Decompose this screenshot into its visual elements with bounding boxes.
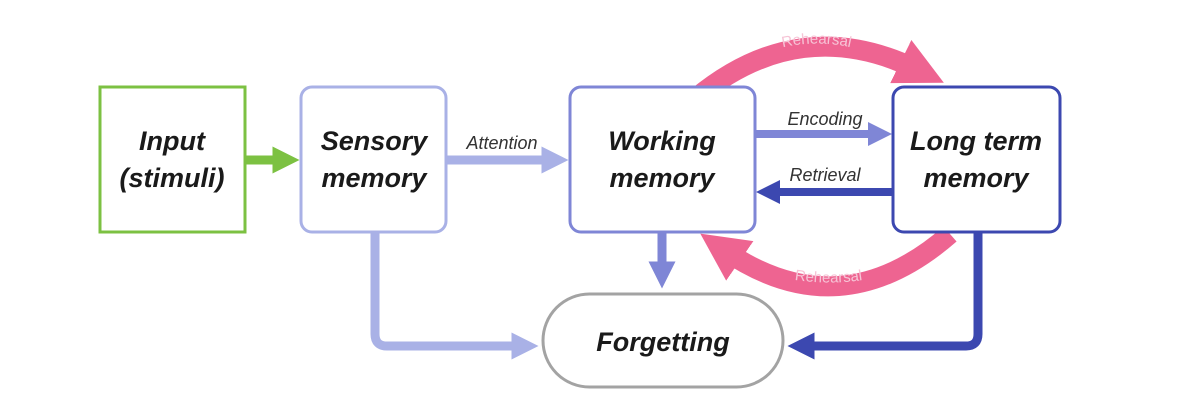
longterm-memory-node: Long term memory (891, 85, 1062, 234)
encoding-label: Encoding (787, 109, 862, 129)
working-label-line1: Working (608, 126, 716, 156)
working-label-line2: memory (609, 163, 716, 193)
longterm-label-line2: memory (923, 163, 1030, 193)
sensory-label-line1: Sensory (321, 126, 430, 156)
forgetting-label: Forgetting (596, 327, 730, 357)
attention-label: Attention (465, 133, 537, 153)
rehearsal-bottom-label: Rehearsal (794, 267, 863, 287)
sensory-to-forgetting-arrow (370, 233, 539, 360)
rehearsal-top-arrow (689, 36, 944, 106)
rehearsal-top-label: Rehearsal (780, 30, 853, 51)
input-node: Input (stimuli) (98, 85, 247, 234)
sensory-memory-node: Sensory memory (299, 85, 448, 234)
longterm-label-line1: Long term (910, 126, 1042, 156)
retrieval-label: Retrieval (789, 165, 861, 185)
sensory-label-line2: memory (321, 163, 428, 193)
longterm-to-forgetting-arrow (787, 233, 983, 360)
input-label-line1: Input (139, 126, 206, 156)
rehearsal-bottom-arrow (700, 226, 957, 297)
forgetting-node: Forgetting (541, 292, 785, 389)
working-memory-node: Working memory (568, 85, 757, 234)
input-label-line2: (stimuli) (120, 163, 225, 193)
